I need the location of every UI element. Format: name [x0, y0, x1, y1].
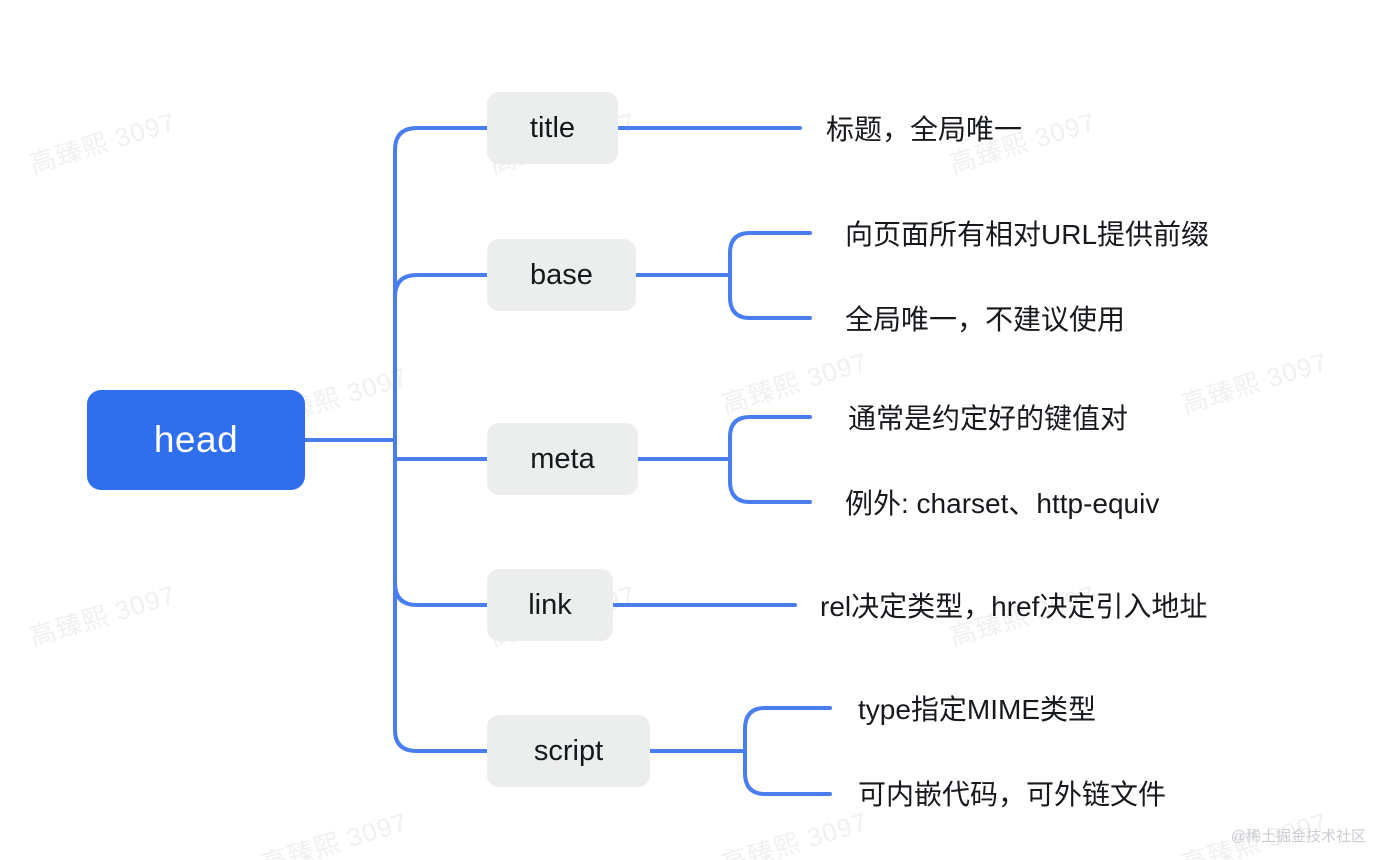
mindmap-leaf-link-1: rel决定类型，href决定引入地址	[820, 591, 1208, 622]
mindmap-branch-label: script	[533, 734, 604, 767]
mindmap-leaf-script-1: type指定MIME类型	[858, 694, 1097, 725]
mindmap-branch-label: link	[528, 588, 572, 621]
mindmap-branch-link[interactable]: link	[487, 569, 613, 641]
link-meta-leaf2	[728, 479, 812, 504]
watermark-text: 高臻熙 3097	[718, 806, 872, 860]
watermark-text: 高臻熙 3097	[258, 806, 412, 860]
mindmap-branch-script[interactable]: script	[487, 715, 650, 787]
watermark-text: 高臻熙 3097	[26, 106, 180, 180]
mindmap-leaf-meta-2: 例外: charset、http-equiv	[845, 488, 1160, 519]
link-script-leaf2	[743, 771, 832, 796]
mindmap-root-node[interactable]: head	[87, 390, 305, 490]
mindmap-leaf-base-1: 向页面所有相对URL提供前缀	[845, 219, 1210, 250]
link-base-leaf1	[728, 231, 812, 255]
link-trunk-link	[393, 581, 489, 607]
mindmap-branch-label: title	[529, 111, 576, 144]
link-script-leaf1	[743, 706, 832, 731]
mindmap-branch-meta[interactable]: meta	[487, 423, 638, 495]
link-meta-leaf1	[728, 415, 812, 439]
watermark-text: 高臻熙 3097	[26, 579, 180, 653]
link-trunk-script	[393, 728, 489, 753]
community-credit-watermark: @稀土掘金技术社区	[1230, 828, 1366, 845]
mindmap-root-label: head	[153, 419, 239, 460]
mindmap-branch-label: meta	[530, 442, 595, 475]
link-base-leaf2	[728, 295, 812, 320]
mindmap-leaf-title-1: 标题，全局唯一	[826, 114, 1023, 145]
mindmap-leaf-base-2: 全局唯一，不建议使用	[845, 304, 1126, 335]
mindmap-branch-title[interactable]: title	[487, 92, 618, 164]
link-trunk-title	[393, 126, 489, 152]
link-trunk-base	[393, 273, 489, 299]
watermark-text: 高臻熙 3097	[1178, 346, 1332, 420]
mindmap-branch-base[interactable]: base	[487, 239, 636, 311]
mindmap-leaf-meta-1: 通常是约定好的键值对	[848, 403, 1129, 434]
mindmap-branch-label: base	[530, 258, 593, 291]
mindmap-leaf-script-2: 可内嵌代码，可外链文件	[858, 779, 1167, 810]
